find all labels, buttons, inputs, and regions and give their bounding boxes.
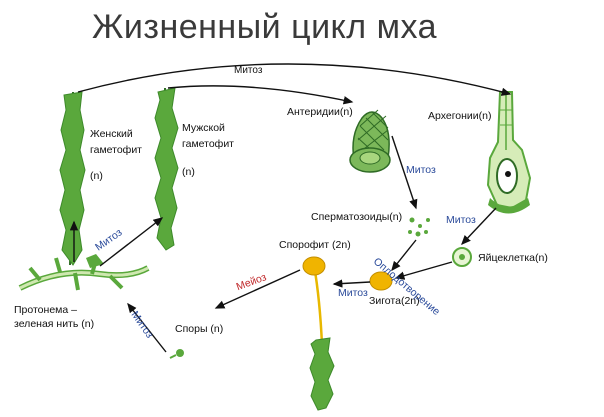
label-archegonia: Архегонии(n) (428, 110, 492, 122)
label-spermatozoids: Сперматозоиды(n) (311, 211, 403, 223)
label-male-gametophyte: Мужской гаметофит (182, 122, 234, 150)
label-female-ploidy: (n) (90, 170, 103, 182)
egg-cell-drawing (452, 247, 472, 267)
zygote-drawing (369, 271, 393, 291)
sporophyte-plant (302, 256, 335, 411)
label-spores: Споры (n) (175, 323, 224, 335)
label-male-ploidy: (n) (182, 166, 195, 178)
diagram-title: Жизненный цикл мха (92, 8, 437, 46)
arrows (69, 63, 512, 353)
label-egg-cell: Яйцеклетка(n) (478, 252, 548, 264)
process-mitosis-top: Митоз (234, 65, 263, 76)
label-zygote: Зигота(2n) (369, 295, 420, 307)
male-gametophyte-plant (154, 87, 179, 251)
process-mitosis-archegonia: Митоз (446, 214, 476, 226)
process-mitosis-antheridia: Митоз (406, 164, 436, 176)
spore-drawing (169, 349, 184, 359)
archegonium-drawing (486, 91, 532, 214)
protonema-drawing (18, 254, 150, 291)
label-protonema-line2: зеленая нить (n) (14, 318, 95, 330)
label-female-gametophyte: Женский гаметофит (90, 128, 142, 156)
female-gametophyte-plant (59, 91, 86, 266)
process-mitosis-zygote: Митоз (338, 287, 368, 299)
spermatozoid-dots (408, 217, 430, 237)
label-sporophyte: Спорофит (2n) (279, 239, 351, 251)
label-antheridia: Антеридии(n) (287, 106, 353, 118)
label-protonema-line1: Протонема – (14, 304, 77, 316)
antheridium-drawing (349, 109, 391, 173)
